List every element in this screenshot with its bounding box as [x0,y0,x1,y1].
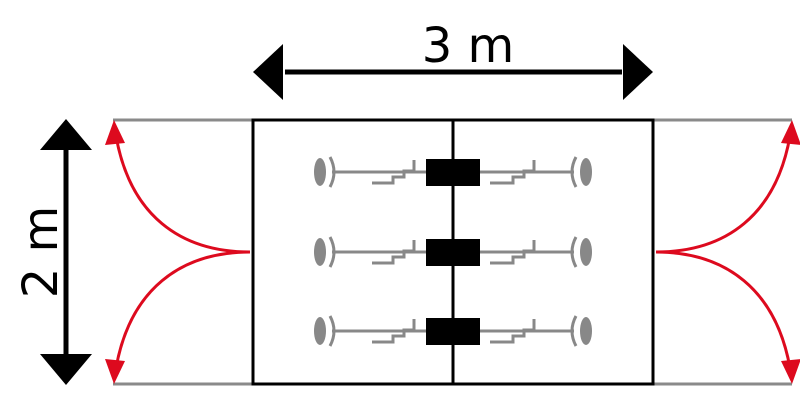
fixture-block [426,318,480,345]
fixture-block [426,159,480,186]
fixture-knob [314,317,326,345]
fixture-knob [580,317,592,345]
swing-arc-icon [114,135,251,254]
fixture-rows [314,156,592,347]
arrowhead-top [40,119,92,150]
fixture-step [372,160,416,185]
swing-arc-icon [655,135,792,254]
swing-arc-icon [655,250,792,369]
width-dimension: 3 m [253,18,653,100]
mechanism-icon [314,236,592,268]
curve-arrowhead [781,120,800,145]
arrowhead-right [623,44,653,100]
curve-arrowhead [105,359,125,384]
arrowhead-left [253,44,283,100]
arrowhead-bottom [40,354,92,385]
mechanism-icon [314,315,592,347]
mechanism-icon [314,156,592,188]
height-label: 2 m [13,206,69,299]
swing-arcs [105,120,800,384]
side-rails [113,118,792,386]
fixture-knob [580,158,592,186]
fixture-block [426,239,480,266]
curve-arrowhead [781,359,800,384]
curve-arrowhead [105,120,125,145]
fixture-step [490,160,536,185]
fixture-step [372,319,416,344]
fixture-step [490,240,536,265]
swing-arc-icon [114,250,251,369]
fixture-step [490,319,536,344]
fixture-knob [580,238,592,266]
width-label: 3 m [422,18,515,74]
fixture-step [372,240,416,265]
fixture-knob [314,158,326,186]
height-dimension: 2 m [13,119,92,385]
fixture-knob [314,238,326,266]
